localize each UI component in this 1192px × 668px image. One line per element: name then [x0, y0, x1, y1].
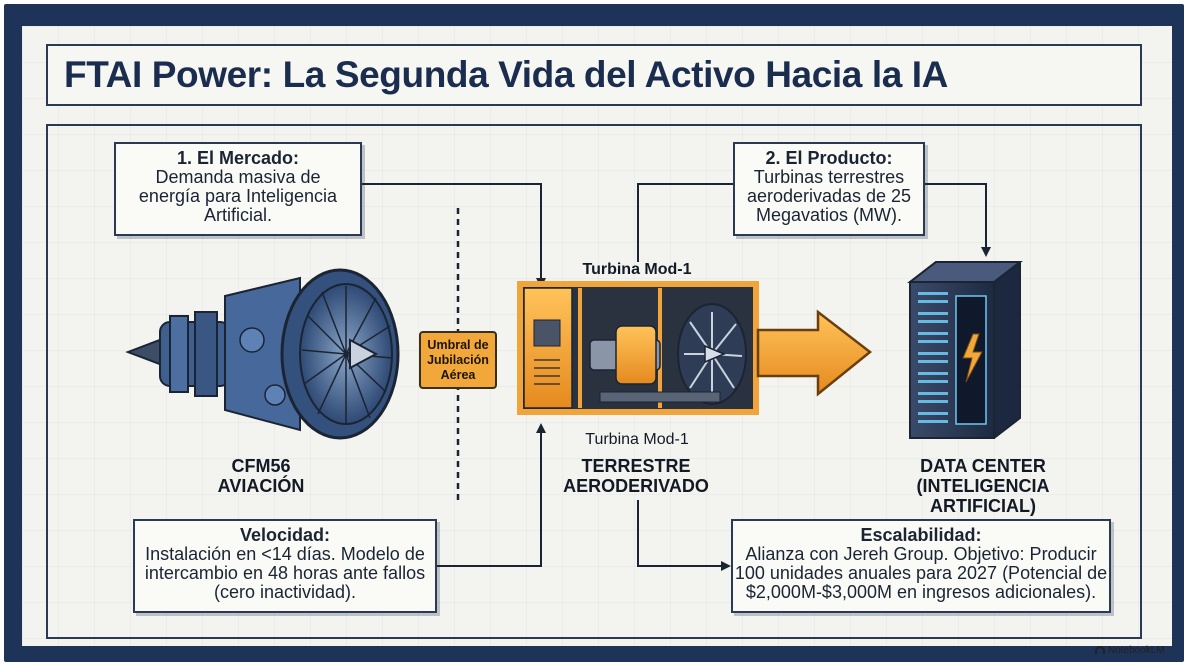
- callout-velocidad-line: (cero inactividad).: [213, 582, 357, 602]
- callout-mercado-line: Artificial.: [203, 205, 272, 225]
- threshold-line: Aérea: [440, 368, 476, 382]
- notebooklm-logo-icon: [1095, 646, 1105, 654]
- turbine-type-line: AERODERIVADO: [563, 476, 709, 496]
- callout-velocidad-heading: Velocidad:: [239, 525, 331, 545]
- data-center-server-icon: [907, 261, 1023, 439]
- jet-engine-icon: [125, 268, 400, 440]
- callout-escalabilidad-heading: Escalabilidad:: [860, 525, 982, 545]
- callout-escalabilidad: Escalabilidad: Alianza con Jereh Group. …: [731, 519, 1111, 613]
- connector-escalabilidad: [637, 500, 731, 571]
- connector-producto: [637, 183, 991, 262]
- turbine-container-icon: [517, 281, 759, 415]
- big-arrow-icon: [756, 309, 873, 397]
- threshold-line: Umbral de: [427, 338, 489, 352]
- lightning-icon: [962, 333, 983, 383]
- connector-velocidad: [437, 423, 546, 567]
- callout-mercado: 1. El Mercado: Demanda masiva de energía…: [114, 142, 362, 236]
- callout-escalabilidad-line: Alianza con Jereh Group. Objetivo: Produ…: [745, 544, 1097, 564]
- callout-escalabilidad-line: 100 unidades anuales para 2027 (Potencia…: [734, 563, 1108, 583]
- datacenter-label-line: (INTELIGENCIA ARTIFICIAL): [916, 476, 1050, 516]
- callout-mercado-line: energía para Inteligencia: [138, 186, 338, 206]
- watermark-text: NotebookLM: [1108, 645, 1165, 656]
- callout-velocidad: Velocidad: Instalación en <14 días. Mode…: [133, 519, 437, 613]
- turbine-label-bottom: Turbina Mod-1: [585, 431, 689, 448]
- callout-producto-line: aeroderivadas de 25: [746, 186, 912, 206]
- connector-mercado: [362, 183, 546, 288]
- diagram-panel: [46, 124, 1142, 639]
- notebooklm-watermark: NotebookLM: [1095, 645, 1165, 656]
- callout-velocidad-line: intercambio en 48 horas ante fallos: [144, 563, 426, 583]
- callout-producto-line: Megavatios (MW).: [755, 205, 903, 225]
- engine-label-line: AVIACIÓN: [217, 476, 305, 496]
- callout-velocidad-line: Instalación en <14 días. Modelo de: [145, 544, 425, 564]
- engine-label: CFM56 AVIACIÓN: [196, 456, 326, 496]
- datacenter-label: DATA CENTER (INTELIGENCIA ARTIFICIAL): [876, 456, 1090, 516]
- threshold-line: Jubilación: [427, 353, 489, 367]
- callout-producto-line: Turbinas terrestres: [753, 167, 905, 187]
- turbine-type-line: TERRESTRE: [581, 456, 691, 476]
- threshold-badge: Umbral de Jubilación Aérea: [419, 331, 497, 389]
- page-title: FTAI Power: La Segunda Vida del Activo H…: [64, 54, 948, 95]
- callout-mercado-line: Demanda masiva de: [155, 167, 321, 187]
- turbine-type-label: TERRESTRE AERODERIVADO: [551, 456, 721, 496]
- callout-producto: 2. El Producto: Turbinas terrestres aero…: [733, 142, 925, 236]
- callout-escalabilidad-line: $2,000M-$3,000M en ingresos adicionales)…: [745, 582, 1097, 602]
- datacenter-label-line: DATA CENTER: [920, 456, 1046, 476]
- engine-label-line: CFM56: [231, 456, 291, 476]
- callout-producto-heading: 2. El Producto:: [765, 148, 893, 168]
- callout-mercado-heading: 1. El Mercado:: [176, 148, 300, 168]
- title-box: FTAI Power: La Segunda Vida del Activo H…: [46, 44, 1142, 106]
- corner-fold: [1150, 26, 1172, 48]
- turbine-label-top: Turbina Mod-1: [582, 261, 692, 278]
